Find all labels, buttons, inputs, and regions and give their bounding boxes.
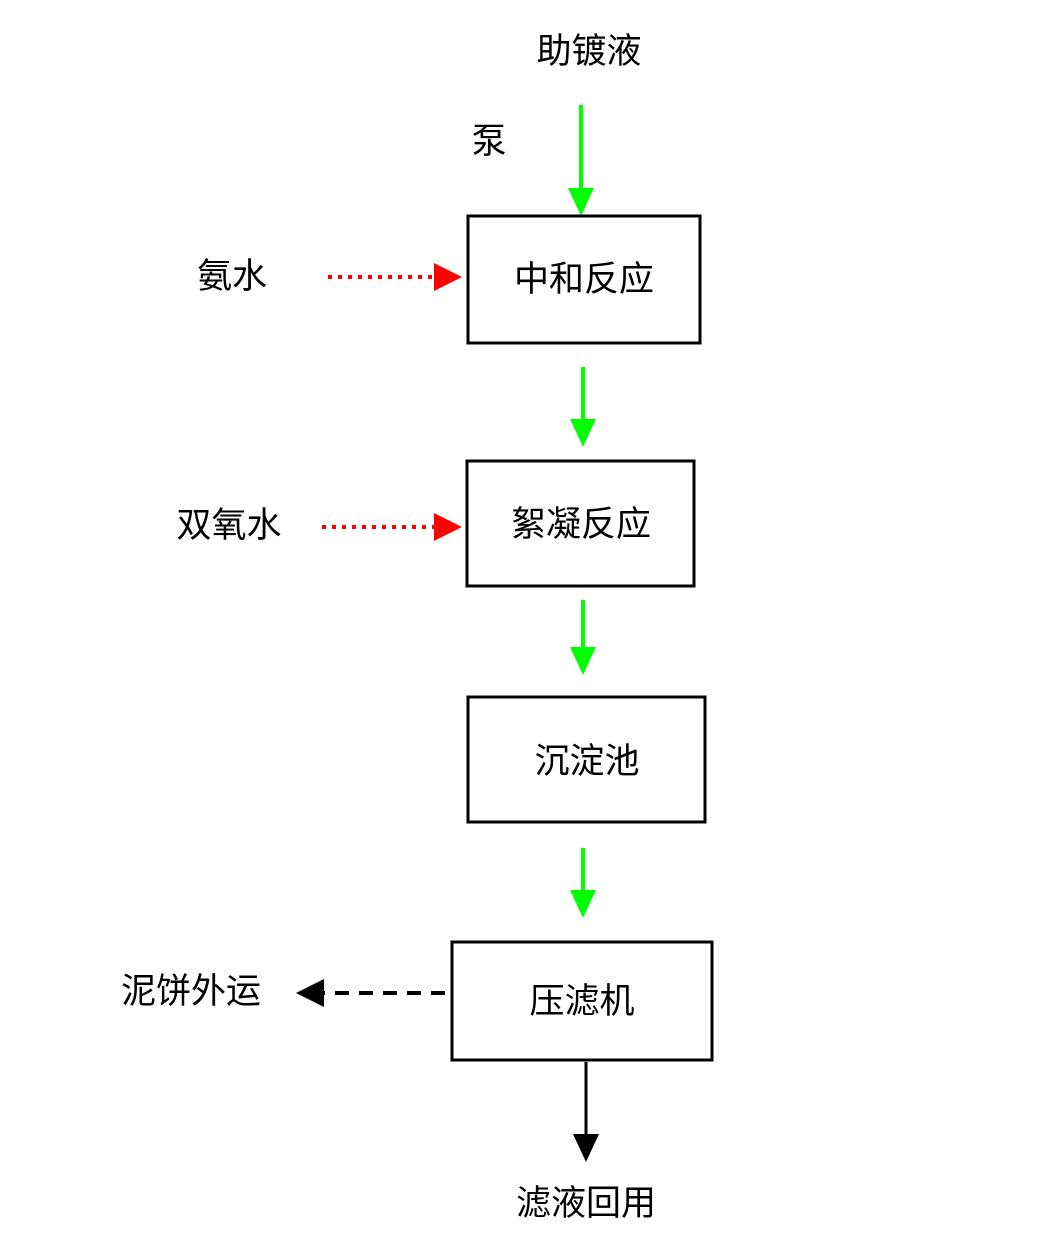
edge-neutralization-to-flocculation xyxy=(570,367,596,447)
node-label-neutralization: 中和反应 xyxy=(514,260,654,300)
edge-peroxide-to-flocculation xyxy=(322,513,462,541)
edge-flocculation-to-sedimentation xyxy=(570,600,596,675)
input-label-hydrogen-peroxide: 双氧水 xyxy=(176,506,281,546)
edge-feed-to-neutralization xyxy=(568,105,594,216)
node-label-filter-press: 压滤机 xyxy=(529,982,634,1022)
output-label-mud-cake: 泥饼外运 xyxy=(121,972,261,1012)
edge-sedimentation-to-filter-press xyxy=(570,848,596,918)
edge-filter-press-to-filtrate xyxy=(573,1062,599,1162)
node-neutralization[interactable]: 中和反应 xyxy=(466,214,702,345)
input-label-ammonia: 氨水 xyxy=(197,257,267,297)
pump-label: 泵 xyxy=(471,122,506,162)
node-filter-press[interactable]: 压滤机 xyxy=(450,940,714,1062)
edge-filter-press-to-mud-cake xyxy=(296,979,445,1007)
output-label-filtrate-reuse: 滤液回用 xyxy=(516,1184,656,1224)
node-label-sedimentation: 沉淀池 xyxy=(534,742,639,782)
node-flocculation[interactable]: 絮凝反应 xyxy=(465,459,696,588)
node-label-flocculation: 絮凝反应 xyxy=(511,505,651,545)
node-sedimentation[interactable]: 沉淀池 xyxy=(466,695,707,824)
source-label-flux-solution: 助镀液 xyxy=(536,32,641,72)
edge-ammonia-to-neutralization xyxy=(328,263,462,291)
